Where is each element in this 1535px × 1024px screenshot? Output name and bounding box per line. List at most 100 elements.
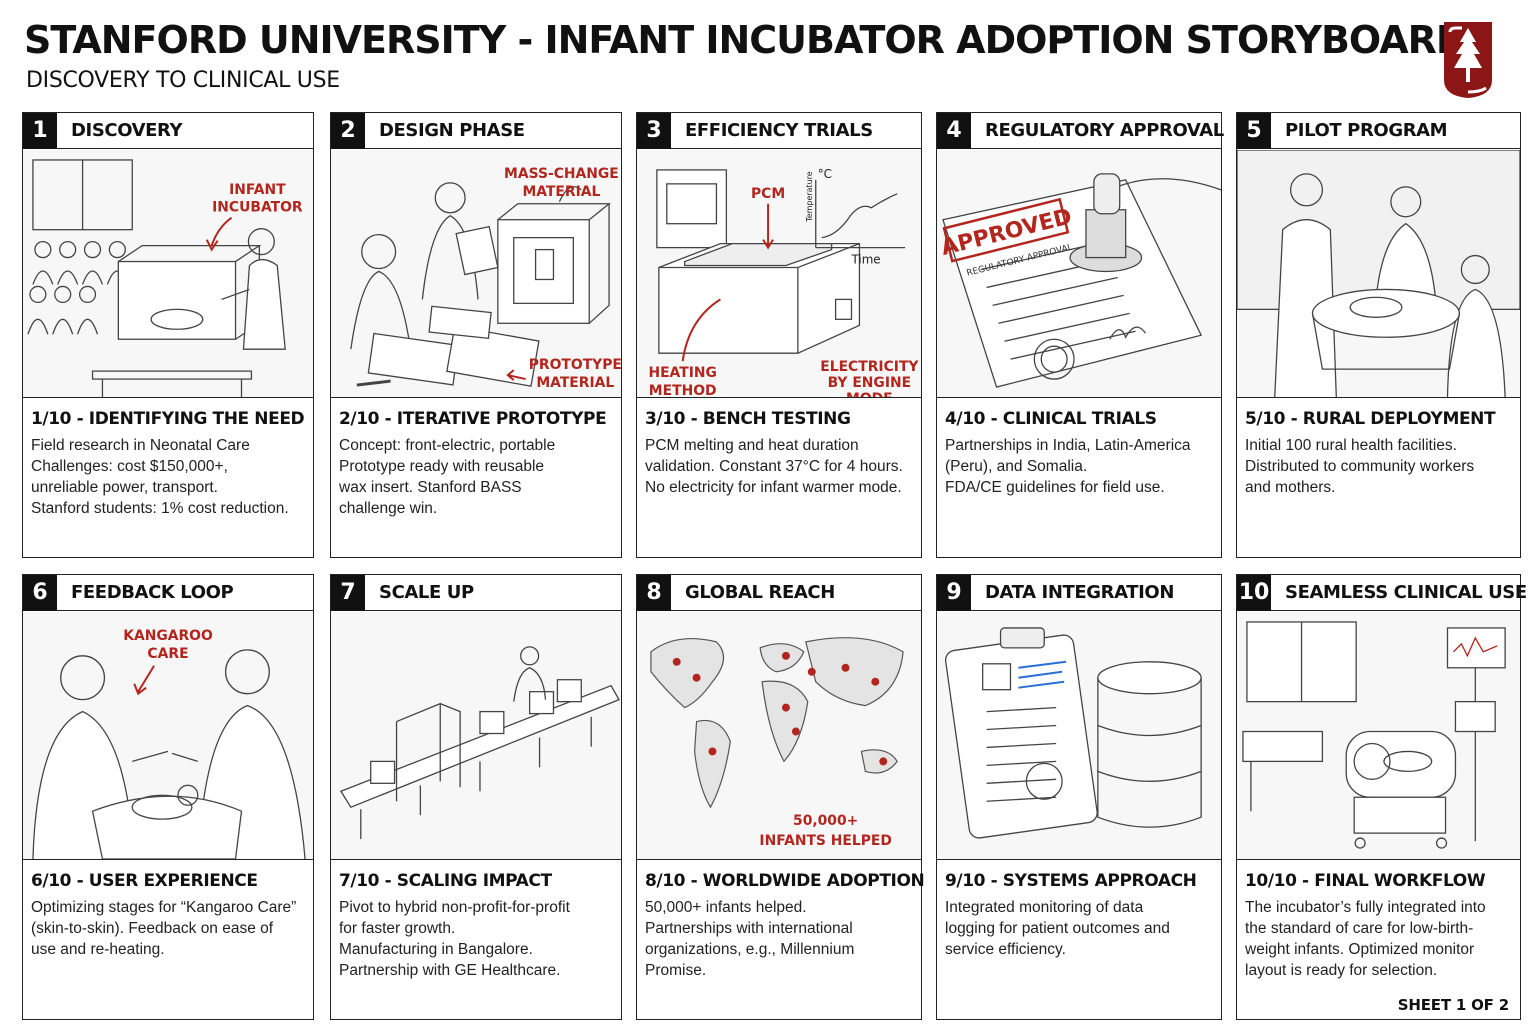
panel-caption-line: the standard of care for low-birth- <box>1245 920 1474 937</box>
panel-header: 10 SEAMLESS CLINICAL USE <box>1237 574 1527 611</box>
panel-caption-title: 3/10 - BENCH TESTING <box>645 409 851 429</box>
stanford-tree-logo-icon <box>1444 22 1492 98</box>
svg-text:MATERIAL: MATERIAL <box>522 184 600 200</box>
svg-text:METHOD: METHOD <box>649 383 717 397</box>
panel-header: 2 DESIGN PHASE <box>331 112 621 149</box>
panel-caption-title: 1/10 - IDENTIFYING THE NEED <box>31 409 305 429</box>
hospital-incubator-monitor-sketch-icon <box>1237 612 1520 860</box>
svg-text:BY ENGINE: BY ENGINE <box>828 375 912 391</box>
sheet-number: SHEET 1 OF 2 <box>1397 996 1509 1014</box>
panel-caption-line: Pivot to hybrid non-profit-for-profit <box>339 899 570 916</box>
bench-testing-device-sketch-icon: °C Temperature Time PCM HEATING METHOD E… <box>637 150 921 398</box>
panel-caption-title: 9/10 - SYSTEMS APPROACH <box>945 871 1197 891</box>
svg-text:INCUBATOR: INCUBATOR <box>212 200 303 216</box>
storyboard-panel-2: 2 DESIGN PHASE MASS-CHANGE MATERIAL PROT… <box>330 112 622 558</box>
panel-caption-title: 5/10 - RURAL DEPLOYMENT <box>1245 409 1496 429</box>
panel-caption-line: unreliable power, transport. <box>31 479 218 496</box>
panel-caption-line: and mothers. <box>1245 479 1336 496</box>
panel-header: 9 DATA INTEGRATION <box>937 574 1221 611</box>
panel-title: DATA INTEGRATION <box>985 582 1174 603</box>
panel-number: 4 <box>937 112 971 149</box>
storyboard-panel-4: 4 REGULATORY APPROVAL APPROVED REGULATOR… <box>936 112 1224 558</box>
svg-text:INFANT: INFANT <box>229 182 286 198</box>
rural-health-workers-sketch-icon <box>1237 150 1520 398</box>
panel-caption-line: Initial 100 rural health facilities. <box>1245 437 1457 454</box>
panel-caption-line: Stanford students: 1% cost reduction. <box>31 500 289 517</box>
panel-caption-line: (Peru), and Somalia. <box>945 458 1088 475</box>
panel-caption-title: 10/10 - FINAL WORKFLOW <box>1245 871 1486 891</box>
panel-caption-line: (skin-to-skin). Feedback on ease of <box>31 920 274 937</box>
panel-title: PILOT PROGRAM <box>1285 120 1448 141</box>
svg-text:Temperature: Temperature <box>805 171 814 222</box>
panel-caption-line: logging for patient outcomes and <box>945 920 1170 937</box>
panel-caption: 9/10 - SYSTEMS APPROACH Integrated monit… <box>945 871 1215 960</box>
panel-caption-line: validation. Constant 37°C for 4 hours. <box>645 458 903 475</box>
infant-incubator-clinic-sketch-icon: INFANT INCUBATOR <box>23 150 313 398</box>
panel-header: 4 REGULATORY APPROVAL <box>937 112 1224 149</box>
panel-caption: 1/10 - IDENTIFYING THE NEED Field resear… <box>31 409 307 519</box>
page-subtitle: DISCOVERY TO CLINICAL USE <box>26 68 340 93</box>
panel-caption-line: Promise. <box>645 962 707 979</box>
nurses-kangaroo-care-sketch-icon: KANGAROO CARE <box>23 612 313 860</box>
storyboard-panel-5: 5 PILOT PROGRAM 5/10 - RURAL DEPLOYMENT … <box>1236 112 1521 558</box>
storyboard-panel-6: 6 FEEDBACK LOOP KANGAROO CARE 6/10 - USE… <box>22 574 314 1020</box>
panel-caption-line: 50,000+ infants helped. <box>645 899 807 916</box>
svg-text:MASS-CHANGE: MASS-CHANGE <box>504 166 619 182</box>
panel-header: 8 GLOBAL REACH <box>637 574 921 611</box>
panel-caption-line: No electricity for infant warmer mode. <box>645 479 902 496</box>
panel-caption-line: organizations, e.g., Millennium <box>645 941 855 958</box>
panel-caption-line: weight infants. Optimized monitor <box>1245 941 1475 958</box>
panel-caption-line: Optimizing stages for “Kangaroo Care” <box>31 899 297 916</box>
panel-caption-line: service efficiency. <box>945 941 1066 958</box>
storyboard-panel-7: 7 SCALE UP 7/10 - SCALING IMPACT Pivot t… <box>330 574 622 1020</box>
svg-text:MATERIAL: MATERIAL <box>536 375 614 391</box>
page-title: STANFORD UNIVERSITY - INFANT INCUBATOR A… <box>24 18 1467 62</box>
storyboard-panel-1: 1 DISCOVERY INFANT INCUBATOR 1/10 - IDEN… <box>22 112 314 558</box>
svg-text:MODE: MODE <box>846 391 893 397</box>
panel-title: DESIGN PHASE <box>379 120 525 141</box>
storyboard-panel-8: 8 GLOBAL REACH 50,000+ INFANTS HELPED 8/… <box>636 574 925 1020</box>
panel-caption-line: Prototype ready with reusable <box>339 458 545 475</box>
svg-text:ELECTRICITY: ELECTRICITY <box>820 359 919 375</box>
panel-caption: 5/10 - RURAL DEPLOYMENT Initial 100 rura… <box>1245 409 1514 498</box>
panel-number: 5 <box>1237 112 1271 149</box>
clipboard-database-sketch-icon <box>937 612 1221 860</box>
panel-caption-line: FDA/CE guidelines for field use. <box>945 479 1165 496</box>
panel-header: 1 DISCOVERY <box>23 112 313 149</box>
svg-text:INFANTS HELPED: INFANTS HELPED <box>759 833 892 849</box>
panel-caption: 2/10 - ITERATIVE PROTOTYPE Concept: fron… <box>339 409 615 519</box>
panel-title: FEEDBACK LOOP <box>71 582 234 603</box>
panel-caption: 8/10 - WORLDWIDE ADOPTION 50,000+ infant… <box>645 871 925 981</box>
panel-caption-line: for faster growth. <box>339 920 456 937</box>
panel-caption-line: Challenges: cost $150,000+, <box>31 458 228 475</box>
panel-caption-line: Concept: front-electric, portable <box>339 437 556 454</box>
storyboard-panel-3: 3 EFFICIENCY TRIALS °C Temperature Time … <box>636 112 922 558</box>
panel-title: EFFICIENCY TRIALS <box>685 120 873 141</box>
storyboard-panel-9: 9 DATA INTEGRATION 9/10 - SYSTEMS APPROA… <box>936 574 1222 1020</box>
panel-caption: 3/10 - BENCH TESTING PCM melting and hea… <box>645 409 915 498</box>
conveyor-belt-factory-sketch-icon <box>331 612 621 860</box>
panel-caption-line: The incubator’s fully integrated into <box>1245 899 1486 916</box>
world-map-pins-sketch-icon: 50,000+ INFANTS HELPED <box>637 612 921 860</box>
panel-number: 8 <box>637 574 671 611</box>
svg-text:PCM: PCM <box>751 186 785 202</box>
panel-caption-line: Partnership with GE Healthcare. <box>339 962 561 979</box>
panel-caption-line: PCM melting and heat duration <box>645 437 859 454</box>
panel-title: REGULATORY APPROVAL <box>985 120 1224 141</box>
panel-caption: 10/10 - FINAL WORKFLOW The incubator’s f… <box>1245 871 1514 981</box>
design-team-3d-printer-sketch-icon: MASS-CHANGE MATERIAL PROTOTYPE MATERIAL <box>331 150 621 398</box>
svg-text:50,000+: 50,000+ <box>793 813 858 829</box>
panel-caption-line: use and re-heating. <box>31 941 165 958</box>
panel-caption-line: Field research in Neonatal Care <box>31 437 250 454</box>
panel-number: 1 <box>23 112 57 149</box>
panel-number: 9 <box>937 574 971 611</box>
panel-caption-line: Integrated monitoring of data <box>945 899 1144 916</box>
svg-text:CARE: CARE <box>147 646 188 662</box>
svg-text:KANGAROO: KANGAROO <box>123 628 213 644</box>
panel-caption-line: Manufacturing in Bangalore. <box>339 941 533 958</box>
svg-text:°C: °C <box>818 167 832 181</box>
panel-title: SCALE UP <box>379 582 474 603</box>
storyboard-panel-10: 10 SEAMLESS CLINICAL USE 10/10 - FINAL W… <box>1236 574 1527 1020</box>
panel-caption: 4/10 - CLINICAL TRIALS Partnerships in I… <box>945 409 1215 498</box>
panel-caption-line: challenge win. <box>339 500 438 517</box>
